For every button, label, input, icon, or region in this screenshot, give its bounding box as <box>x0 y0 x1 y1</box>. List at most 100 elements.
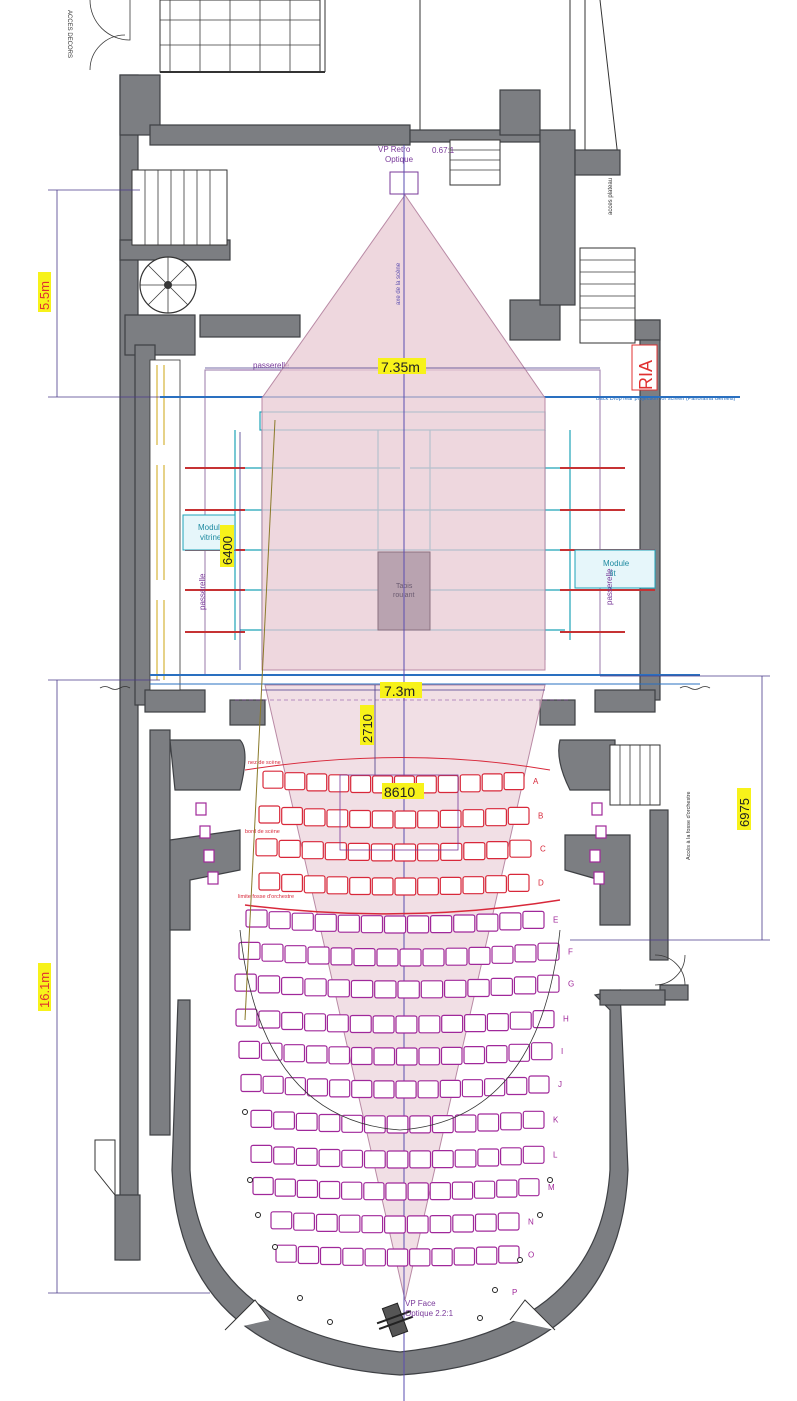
seat <box>409 1115 432 1134</box>
front-projector: VP Face Optique 2.2:1 <box>376 1299 454 1338</box>
row-label: M <box>548 1183 555 1192</box>
seat <box>234 973 257 992</box>
seat <box>337 914 360 933</box>
seat <box>431 1247 453 1267</box>
seat <box>328 774 350 793</box>
seat <box>371 810 394 829</box>
seat <box>258 1010 281 1029</box>
seat <box>262 770 284 789</box>
seat <box>373 1080 395 1099</box>
seat <box>275 1244 297 1263</box>
seat <box>304 978 327 997</box>
seat <box>468 946 491 966</box>
box-seat <box>203 849 215 863</box>
seat <box>238 941 261 961</box>
seat <box>386 1115 409 1134</box>
seat <box>429 1214 452 1234</box>
seat <box>440 842 463 862</box>
acces-plateau-label: acces plateau <box>608 178 614 215</box>
bord-scene-label: bord de scène <box>245 829 280 835</box>
seat <box>461 1079 484 1098</box>
seat <box>349 876 372 896</box>
seat <box>513 976 537 995</box>
seat <box>395 1015 418 1034</box>
seat <box>315 1213 338 1233</box>
seat <box>496 1179 518 1198</box>
seat <box>485 1044 508 1064</box>
seat <box>530 1042 553 1061</box>
row-label: H <box>563 1015 569 1024</box>
axe-scene-label: axe de la scène <box>396 262 402 305</box>
passerelle-right-label: passerelle <box>605 568 614 605</box>
seat <box>341 1149 364 1168</box>
seat <box>371 877 394 896</box>
seat <box>475 1246 498 1265</box>
seat <box>238 1040 261 1060</box>
seat <box>281 806 304 826</box>
seat <box>500 1112 522 1131</box>
seat <box>485 808 508 827</box>
seat <box>268 911 291 930</box>
seat <box>314 913 337 932</box>
seat <box>454 1149 477 1168</box>
seat <box>304 1013 327 1032</box>
seat <box>281 1011 304 1031</box>
seat <box>481 773 503 792</box>
seat <box>327 979 351 998</box>
vp-retro-label: VP Retro <box>378 145 411 154</box>
seat <box>291 912 314 931</box>
seat <box>252 1176 274 1196</box>
seat <box>508 1043 531 1062</box>
dim-2710: 2710 <box>360 714 375 743</box>
seat <box>418 1015 441 1034</box>
seat <box>464 1013 487 1033</box>
seat <box>506 1076 528 1096</box>
seat <box>363 1115 386 1134</box>
seat <box>422 948 445 967</box>
seat <box>507 806 530 826</box>
seat <box>397 980 420 999</box>
seat <box>522 1110 545 1129</box>
marker-circle <box>297 1295 303 1301</box>
seat <box>257 975 281 994</box>
vp-face-optique-label: Optique 2.2:1 <box>405 1309 454 1318</box>
seat <box>374 980 397 999</box>
seat <box>307 946 330 965</box>
row-label: E <box>553 915 558 924</box>
seat <box>326 809 349 828</box>
seat <box>303 808 326 827</box>
row-label: O <box>528 1250 534 1259</box>
marker-circle <box>547 1177 553 1183</box>
seat <box>503 771 525 791</box>
seat <box>518 1178 540 1197</box>
box-seat <box>199 825 211 839</box>
dim-5-5m: 5.5m <box>37 281 52 310</box>
seat <box>507 873 530 893</box>
seat <box>350 1046 373 1066</box>
seat <box>406 1215 429 1234</box>
seat <box>274 1178 297 1197</box>
seat <box>409 1248 431 1267</box>
seat <box>509 1011 532 1030</box>
seat <box>514 944 537 963</box>
seat <box>417 1080 439 1099</box>
seat <box>491 945 514 964</box>
seat <box>486 1012 509 1032</box>
dim-6975: 6975 <box>737 798 752 827</box>
module-vitrine-label: Module <box>198 523 225 532</box>
seat <box>532 1009 555 1029</box>
seat <box>284 772 306 791</box>
seat <box>281 873 304 893</box>
seat <box>305 1045 328 1064</box>
seat <box>497 1212 520 1231</box>
seat <box>250 1144 273 1164</box>
seat <box>498 1245 520 1264</box>
row-label: F <box>568 947 573 956</box>
seat <box>393 843 417 862</box>
seat <box>453 1247 476 1266</box>
seat <box>306 1078 329 1097</box>
seat <box>261 943 284 962</box>
seat <box>499 912 522 931</box>
